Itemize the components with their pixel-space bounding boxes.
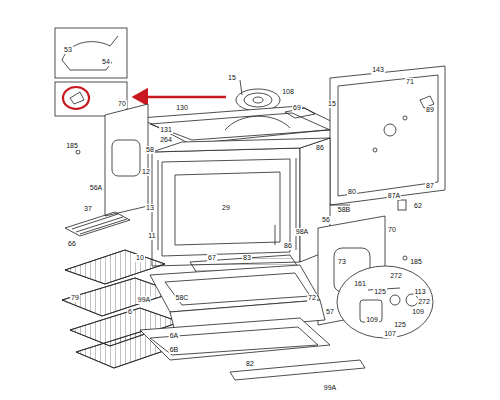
callout-number: 109: [365, 316, 379, 324]
callout-number: 58: [145, 146, 155, 154]
callout-number: 56: [321, 216, 331, 224]
callout-number: 264: [159, 136, 173, 144]
callout-number: 71: [405, 78, 415, 86]
callout-number: 86: [315, 144, 325, 152]
callout-number: 272: [417, 298, 431, 306]
callout-number: 87A: [387, 192, 401, 200]
callout-number: 130: [175, 104, 189, 112]
callout-number: 185: [409, 258, 423, 266]
callout-number: 82: [245, 360, 255, 368]
callout-number: 11: [147, 232, 156, 240]
callout-number: 29: [221, 204, 231, 212]
callout-number: 12: [141, 168, 151, 176]
callout-number: 185: [65, 142, 79, 150]
callout-number: 107: [383, 330, 397, 338]
callout-number: 99A: [323, 384, 337, 392]
callout-number: 58C: [175, 294, 190, 302]
callout-number: 10: [135, 254, 145, 262]
callout-number: 89: [425, 106, 435, 114]
callout-number: 72: [307, 294, 317, 302]
callout-number: 70: [117, 100, 127, 108]
callout-number: 62: [413, 202, 423, 210]
callout-number: 86: [283, 242, 293, 250]
callout-number: 98A: [295, 228, 309, 236]
callout-number: 80: [347, 188, 357, 196]
callout-number: 54: [101, 58, 111, 66]
callout-number: 83: [242, 254, 252, 262]
callout-number: 70: [387, 226, 397, 234]
callout-number: 161: [353, 280, 367, 288]
callout-number: 109: [411, 308, 425, 316]
callout-number: 37: [83, 205, 93, 213]
callout-number: 69: [292, 104, 302, 112]
callout-number: 108: [281, 88, 295, 96]
callout-number: 57: [325, 308, 335, 316]
callout-number: 113: [413, 288, 426, 296]
callout-number: 99A: [137, 296, 151, 304]
callout-number: 6A: [169, 332, 180, 340]
callout-number: 6B: [169, 346, 180, 354]
callout-number: 13: [145, 204, 155, 212]
callout-number: 66: [67, 240, 77, 248]
callout-number: 58B: [337, 206, 351, 214]
callout-number: 125: [393, 321, 407, 329]
callout-number: 87: [425, 182, 435, 190]
callout-number: 272: [389, 272, 403, 280]
callout-number: 79: [70, 294, 80, 302]
callout-number: 67: [207, 254, 217, 262]
callout-number: 73: [337, 258, 347, 266]
callout-number: 143: [371, 66, 385, 74]
callout-number: 56A: [89, 184, 103, 192]
callout-number: 53: [63, 46, 73, 54]
callout-number: 15: [327, 100, 337, 108]
callout-number: 15: [227, 74, 237, 82]
callout-number: 6: [127, 308, 133, 316]
callout-number: 131: [159, 126, 173, 134]
callout-number: 125: [373, 288, 387, 296]
